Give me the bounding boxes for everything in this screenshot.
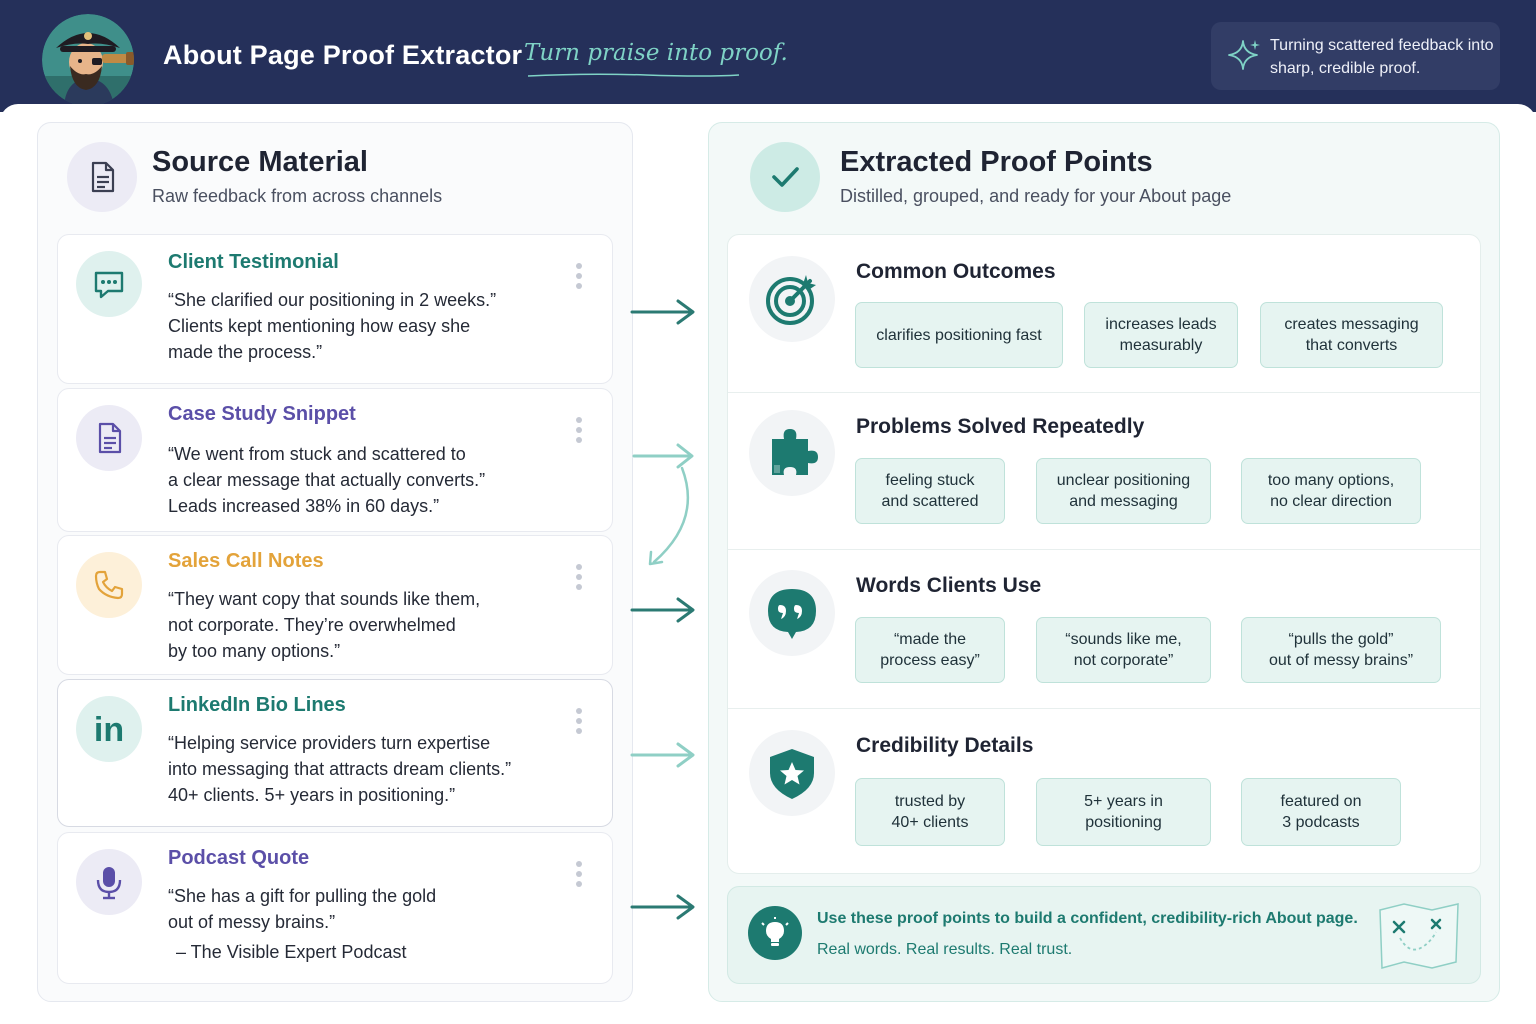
source-card-podcast-quote[interactable]: Podcast Quote “She has a gift for pullin… bbox=[57, 832, 613, 984]
source-card-case-study[interactable]: Case Study Snippet “We went from stuck a… bbox=[57, 388, 613, 532]
source-card-title: LinkedIn Bio Lines bbox=[168, 694, 346, 716]
proof-panel-subtitle: Distilled, grouped, and ready for your A… bbox=[840, 186, 1232, 206]
tagline: Turn praise into proof. bbox=[524, 40, 788, 66]
quote-line: “They want copy that sounds like them, bbox=[168, 589, 481, 609]
treasure-map-icon bbox=[1379, 903, 1459, 969]
arrow-right-icon bbox=[630, 299, 695, 325]
proof-chip[interactable]: “pulls the gold”out of messy brains” bbox=[1241, 617, 1441, 683]
source-panel-subtitle: Raw feedback from across channels bbox=[152, 186, 443, 206]
quote-line: by too many options.” bbox=[168, 641, 341, 661]
divider bbox=[728, 549, 1480, 550]
checkmark-icon bbox=[750, 142, 820, 212]
quote-line: out of messy brains.” bbox=[168, 912, 336, 932]
target-icon bbox=[749, 256, 835, 342]
source-card-sales-call-notes[interactable]: Sales Call Notes “They want copy that so… bbox=[57, 535, 613, 675]
arrow-right-icon bbox=[630, 742, 695, 768]
group-title: Common Outcomes bbox=[856, 260, 1056, 283]
linkedin-icon: in bbox=[76, 696, 142, 762]
proof-chip[interactable]: clarifies positioning fast bbox=[855, 302, 1063, 368]
quote-line: Leads increased 38% in 60 days.” bbox=[168, 496, 440, 516]
chat-bubble-icon bbox=[76, 251, 142, 317]
header-badge: Turning scattered feedback into sharp, c… bbox=[1211, 22, 1500, 90]
curved-arrow-icon bbox=[632, 443, 694, 566]
source-card-quote: “She has a gift for pulling the gold out… bbox=[168, 883, 568, 965]
proof-chip[interactable]: “sounds like me,not corporate” bbox=[1036, 617, 1211, 683]
tip-main-text: Use these proof points to build a confid… bbox=[817, 910, 1358, 927]
tagline-underline bbox=[527, 73, 740, 77]
group-title: Words Clients Use bbox=[856, 574, 1042, 597]
tip-banner bbox=[727, 886, 1481, 984]
svg-text:in: in bbox=[94, 711, 124, 749]
source-card-quote: “We went from stuck and scattered to a c… bbox=[168, 441, 568, 519]
quote-line: “Helping service providers turn expertis… bbox=[168, 733, 491, 753]
badge-text: Turning scattered feedback into sharp, c… bbox=[1270, 37, 1494, 77]
source-panel-title: Source Material bbox=[152, 146, 368, 178]
more-options-icon[interactable] bbox=[574, 708, 584, 738]
more-options-icon[interactable] bbox=[574, 417, 584, 447]
quote-line: Clients kept mentioning how easy she bbox=[168, 316, 471, 336]
quote-line: into messaging that attracts dream clien… bbox=[168, 759, 512, 779]
arrow-right-icon bbox=[630, 894, 695, 920]
source-card-title: Case Study Snippet bbox=[168, 403, 356, 425]
source-card-quote: “Helping service providers turn expertis… bbox=[168, 730, 568, 808]
quote-line: 40+ clients. 5+ years in positioning.” bbox=[168, 785, 456, 805]
arrow-right-icon bbox=[630, 597, 695, 623]
speech-bubble-icon bbox=[749, 570, 835, 656]
tip-sub-text: Real words. Real results. Real trust. bbox=[817, 941, 1073, 958]
quote-line: not corporate. They’re overwhelmed bbox=[168, 615, 456, 635]
document-icon bbox=[76, 405, 142, 471]
quote-attribution: – The Visible Expert Podcast bbox=[176, 942, 407, 962]
top-bar: About Page Proof Extractor Turn praise i… bbox=[0, 0, 1536, 112]
microphone-icon bbox=[76, 849, 142, 915]
divider bbox=[728, 708, 1480, 709]
shield-star-icon bbox=[749, 730, 835, 816]
quote-line: “She clarified our positioning in 2 week… bbox=[168, 290, 497, 310]
sparkle-icon bbox=[1228, 40, 1260, 70]
source-card-linkedin-bio[interactable]: in LinkedIn Bio Lines “Helping service p… bbox=[57, 679, 613, 827]
pirate-avatar bbox=[42, 14, 134, 106]
proof-panel-title: Extracted Proof Points bbox=[840, 146, 1153, 178]
source-card-quote: “She clarified our positioning in 2 week… bbox=[168, 287, 568, 365]
quote-line: “She has a gift for pulling the gold bbox=[168, 886, 437, 906]
source-card-quote: “They want copy that sounds like them, n… bbox=[168, 586, 568, 664]
source-card-title: Podcast Quote bbox=[168, 847, 310, 869]
proof-chip[interactable]: too many options,no clear direction bbox=[1241, 458, 1421, 524]
group-title: Credibility Details bbox=[856, 734, 1034, 757]
source-card-title: Sales Call Notes bbox=[168, 550, 324, 572]
app-title: About Page Proof Extractor bbox=[163, 40, 523, 70]
divider bbox=[728, 392, 1480, 393]
more-options-icon[interactable] bbox=[574, 263, 584, 293]
more-options-icon[interactable] bbox=[574, 564, 584, 594]
phone-icon bbox=[76, 552, 142, 618]
quote-line: “We went from stuck and scattered to bbox=[168, 444, 466, 464]
lightbulb-icon bbox=[748, 906, 802, 960]
quote-line: made the process.” bbox=[168, 342, 323, 362]
puzzle-icon bbox=[749, 410, 835, 496]
group-title: Problems Solved Repeatedly bbox=[856, 415, 1145, 438]
source-card-title: Client Testimonial bbox=[168, 251, 339, 273]
source-card-client-testimonial[interactable]: Client Testimonial “She clarified our po… bbox=[57, 234, 613, 384]
quote-line: a clear message that actually converts.” bbox=[168, 470, 486, 490]
document-icon bbox=[67, 142, 137, 212]
more-options-icon[interactable] bbox=[574, 861, 584, 891]
